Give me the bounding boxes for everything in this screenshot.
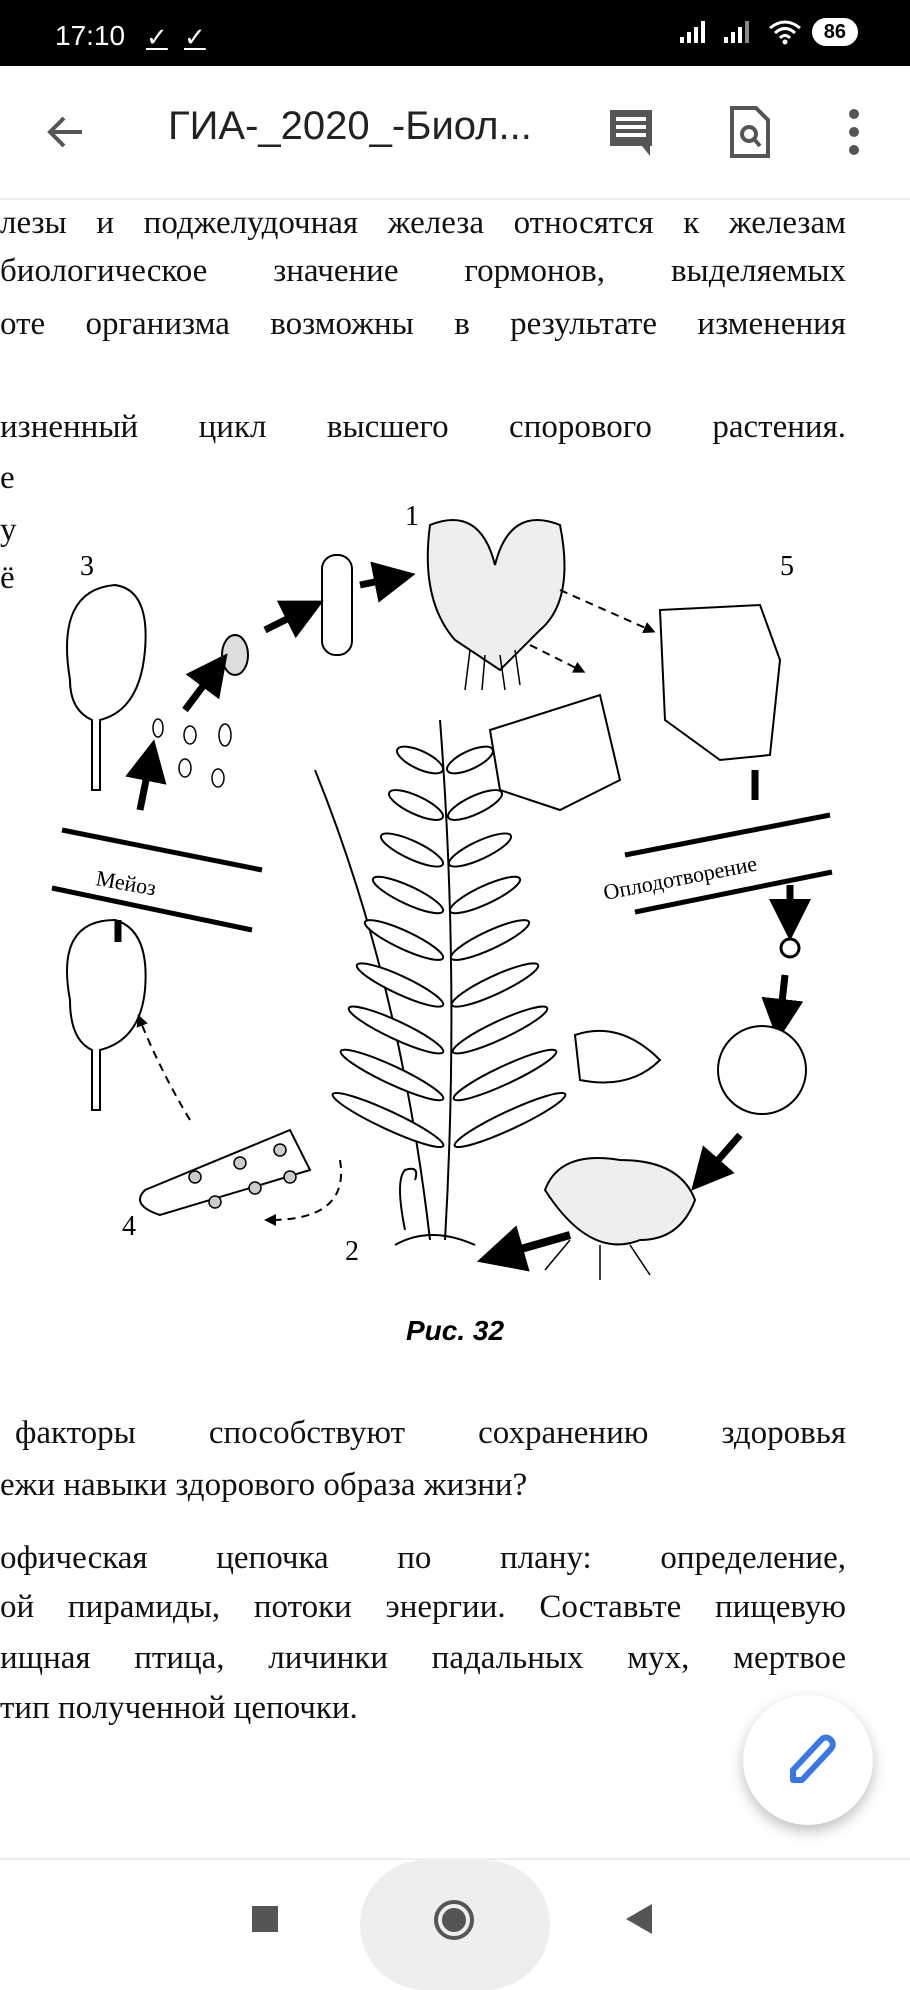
fern-pinna <box>355 962 445 1008</box>
text-line: лезы и поджелудочная железа относятся к … <box>0 205 846 241</box>
archegonium-drawing <box>658 603 782 762</box>
embryo-drawing <box>717 1025 807 1115</box>
fern-pinna <box>448 875 522 915</box>
fern-pinna <box>387 789 445 821</box>
battery-level: 86 <box>811 18 858 46</box>
text-line: офическая цепочка по плану: определение, <box>0 1540 846 1576</box>
fern-pinna <box>447 832 513 868</box>
home-circle-icon[interactable] <box>432 1898 476 1942</box>
fern-life-cycle-figure: 1 2 3 4 5 Мейоз Оплодотворение <box>51 501 833 1280</box>
fern-pinna <box>379 832 445 868</box>
fertilization-label: Оплодотворение <box>601 851 759 905</box>
meiosis-label: Мейоз <box>94 865 158 900</box>
fern-pinna <box>363 919 445 961</box>
text-line: изненный цикл высшего спорового растения… <box>0 409 846 445</box>
document-title: ГИА-_2020_-Биол... <box>168 104 532 148</box>
text-line: оте организма возможны в результате изме… <box>0 306 846 342</box>
figure-label-3: 3 <box>80 551 94 582</box>
figure-label-2: 2 <box>345 1236 359 1267</box>
pinna-with-sori-drawing <box>139 1128 312 1217</box>
download-done-icon: ✓ <box>146 22 168 52</box>
download-done-icon: ✓ <box>184 22 206 52</box>
find-in-document-icon[interactable] <box>722 104 778 160</box>
signal-icon <box>723 21 749 43</box>
fern-pinna <box>453 1091 567 1149</box>
fern-pinna <box>347 1005 445 1055</box>
sporangium-drawing <box>66 918 147 1111</box>
comment-icon[interactable] <box>604 104 660 160</box>
fern-pinna <box>371 875 445 915</box>
young-sporophyte-drawing <box>543 1157 697 1246</box>
text-line: ищная птица, личинки падальных мух, мерт… <box>0 1640 846 1676</box>
text-line: ежи навыки здорового образа жизни? <box>0 1467 528 1503</box>
fern-pinna <box>446 789 504 821</box>
figure-caption: Рис. 32 <box>405 1315 505 1346</box>
system-nav-bar <box>0 1858 910 1990</box>
fern-pinna <box>451 1005 549 1055</box>
fern-pinna <box>449 919 531 961</box>
edit-fab-button[interactable] <box>743 1695 873 1825</box>
edit-pencil-icon <box>790 1734 836 1783</box>
fern-pinna <box>331 1091 445 1149</box>
more-vert-icon[interactable] <box>826 104 882 160</box>
adult-fern-drawing <box>314 719 567 1246</box>
app-toolbar: ГИА-_2020_-Биол... <box>0 66 910 200</box>
signal-icon <box>679 21 705 43</box>
text-line: факторы способствуют сохранению здоровья <box>15 1415 846 1451</box>
figure-label-4: 4 <box>122 1211 136 1242</box>
status-time: 17:10 <box>55 20 126 51</box>
fern-pinna <box>396 745 444 775</box>
text-line: тип полученной цепочки. <box>0 1690 358 1726</box>
fern-pinna <box>450 962 540 1008</box>
recents-square-icon[interactable] <box>250 1904 280 1934</box>
antheridium-drawing <box>488 693 622 812</box>
fern-pinna <box>339 1048 445 1102</box>
figure-label-5: 5 <box>780 551 794 582</box>
fern-pinna <box>452 1048 558 1102</box>
back-triangle-icon[interactable] <box>624 1902 654 1936</box>
fern-pinna <box>446 745 494 775</box>
text-fragment: у <box>0 512 17 548</box>
zygote-drawing <box>779 937 801 959</box>
sporangium-open-drawing <box>66 583 147 791</box>
figure-label-1: 1 <box>405 501 419 532</box>
text-line: биологическое значение гормонов, выделяе… <box>0 253 846 289</box>
wifi-icon <box>768 20 801 45</box>
status-bar: 17:10 ✓ ✓ 86 <box>0 0 910 66</box>
text-fragment: е <box>0 460 15 496</box>
text-fragment: ё <box>0 560 15 596</box>
text-line: ой пирамиды, потоки энергии. Составьте п… <box>0 1589 846 1625</box>
back-arrow-icon[interactable] <box>40 106 92 158</box>
prothallus-drawing <box>426 519 566 672</box>
